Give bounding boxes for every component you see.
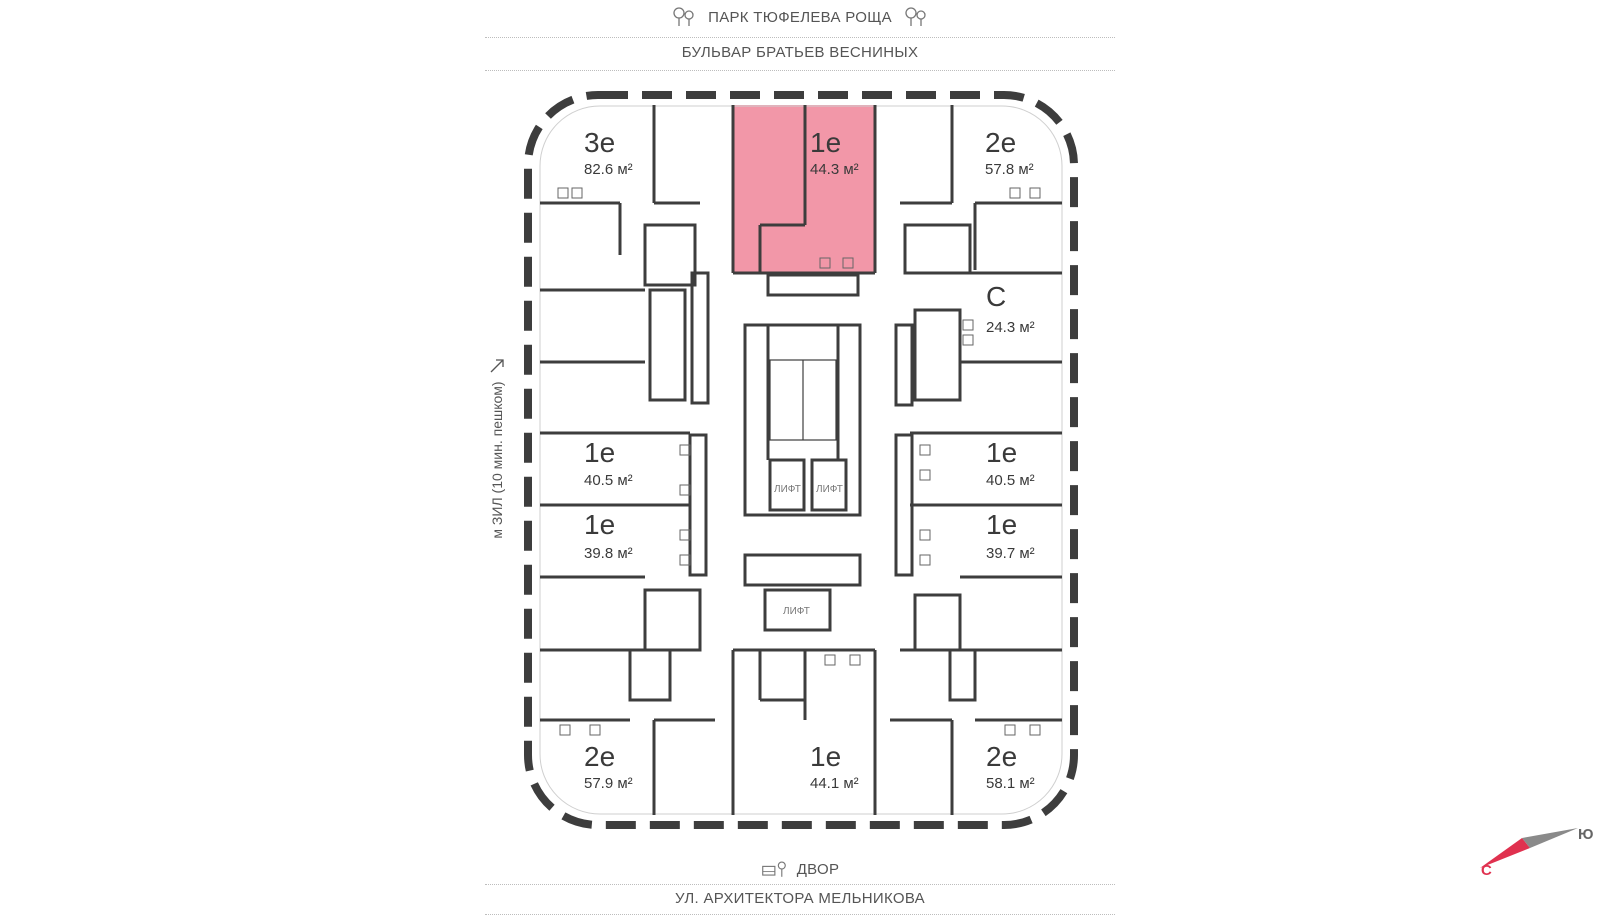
apartment-type: 1е (810, 741, 841, 772)
bottom-street-label: УЛ. АРХИТЕКТОРА МЕЛЬНИКОВА (675, 890, 925, 907)
apartment-type: 2е (986, 741, 1017, 772)
compass-north-label: С (1481, 862, 1492, 879)
tree-icon (905, 7, 926, 26)
arrow-up-right-icon (490, 359, 504, 373)
apartment-area: 40.5 м² (986, 472, 1035, 489)
boulevard-label: БУЛЬВАР БРАТЬЕВ ВЕСНИНЫХ (681, 44, 919, 61)
apartment-3e-82.6[interactable]: 3е 82.6 м² (584, 127, 633, 178)
apartment-1e-39.7[interactable]: 1е 39.7 м² (986, 509, 1035, 562)
apartment-type: 1е (810, 127, 841, 158)
apartment-type: 1е (986, 509, 1017, 540)
park-label-row: ПАРК ТЮФЕЛЕВА РОЩА (485, 6, 1115, 28)
apartment-area: 82.6 м² (584, 161, 633, 178)
compass-south-label: Ю (1578, 826, 1594, 843)
apartment-area: 44.3 м² (810, 161, 859, 178)
apartment-area: 57.9 м² (584, 775, 633, 792)
apartment-2e-58.1[interactable]: 2е 58.1 м² (986, 741, 1035, 792)
apartment-type: 2е (584, 741, 615, 772)
apartment-area: 58.1 м² (986, 775, 1035, 792)
building-inner-line (539, 105, 1063, 815)
divider (485, 914, 1115, 915)
apartment-type: 3е (584, 127, 615, 158)
lift-label: ЛИФТ (774, 484, 801, 495)
apartment-2e-57.9[interactable]: 2е 57.9 м² (584, 741, 633, 792)
apartment-type: 1е (986, 437, 1017, 468)
apartment-area: 24.3 м² (986, 319, 1035, 336)
yard-label: ДВОР (796, 860, 840, 878)
apartment-c-24.3[interactable]: С 24.3 м² (986, 281, 1035, 336)
interior-walls (540, 105, 1062, 815)
apartment-2e-57.8[interactable]: 2е 57.8 м² (985, 127, 1034, 178)
divider (485, 884, 1115, 885)
divider (485, 70, 1115, 71)
compass-icon (1480, 828, 1578, 868)
apartment-1e-39.8[interactable]: 1е 39.8 м² (584, 509, 633, 562)
building-outline (524, 91, 1078, 829)
apartment-type: 1е (584, 437, 615, 468)
lift-label: ЛИФТ (816, 484, 843, 495)
apartment-1e-40.5-right[interactable]: 1е 40.5 м² (986, 437, 1035, 489)
apartment-area: 44.1 м² (810, 775, 859, 792)
divider (485, 37, 1115, 38)
apartment-1e-44.1[interactable]: 1е 44.1 м² (810, 741, 859, 792)
apartment-1e-44.3[interactable]: 1е 44.3 м² (810, 127, 859, 178)
yard-label-row: ДВОР (485, 858, 1115, 880)
lift-label: ЛИФТ (783, 606, 810, 617)
apartment-1e-40.5-left[interactable]: 1е 40.5 м² (584, 437, 633, 489)
apartment-area: 39.8 м² (584, 545, 633, 562)
fixtures (557, 187, 1041, 736)
yard-icon (761, 861, 786, 877)
apartment-type: С (986, 281, 1006, 312)
apartment-area: 39.7 м² (986, 545, 1035, 562)
apartment-type: 2е (985, 127, 1016, 158)
apartment-type: 1е (584, 509, 615, 540)
tree-icon (673, 7, 694, 26)
apartment-area: 40.5 м² (584, 472, 633, 489)
metro-label: м ЗИЛ (10 мин. пешком) (489, 381, 505, 539)
apartment-area: 57.8 м² (985, 161, 1034, 178)
park-label: ПАРК ТЮФЕЛЕВА РОЩА (708, 8, 892, 26)
